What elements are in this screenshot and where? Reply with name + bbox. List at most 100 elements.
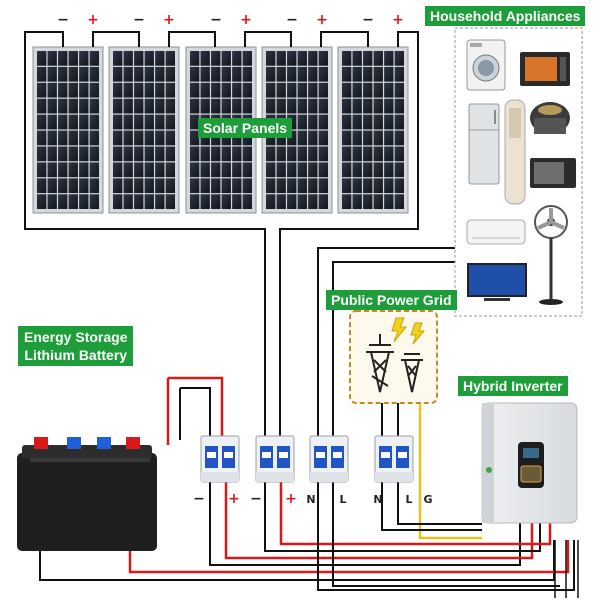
breaker-base <box>310 472 348 482</box>
public-power-grid-panel <box>349 310 438 404</box>
panel-cell <box>266 162 276 178</box>
panel-cell <box>242 178 252 194</box>
panel-cell <box>363 98 373 114</box>
panel-cell <box>373 146 383 162</box>
panel-cell <box>144 178 154 194</box>
panel-cell <box>297 178 307 194</box>
panel-cell <box>276 51 286 66</box>
panel-cell <box>113 146 123 162</box>
panel-cell <box>123 194 133 209</box>
panel-cell <box>266 194 276 209</box>
breaker-base <box>375 472 413 482</box>
panel-cell <box>155 114 165 130</box>
panel-cell <box>352 66 362 82</box>
panel-cell <box>342 146 352 162</box>
inverter-output-wire <box>554 540 579 598</box>
panel-cell <box>155 130 165 146</box>
panel-cell <box>58 178 68 194</box>
panel-cell <box>394 146 404 162</box>
panel-cell <box>37 82 47 98</box>
panel-cell <box>123 178 133 194</box>
panel-cell <box>221 66 231 82</box>
panel-cell <box>144 146 154 162</box>
panel-cell <box>58 114 68 130</box>
panel-cell <box>363 66 373 82</box>
panel-cell <box>297 146 307 162</box>
panel-cell <box>394 98 404 114</box>
panel-cell <box>58 194 68 209</box>
inverter-bus-wire <box>224 478 534 560</box>
panel-cell <box>373 82 383 98</box>
wall-air-conditioner-icon <box>466 219 526 245</box>
panel-cell <box>134 66 144 82</box>
panel-cell <box>297 130 307 146</box>
series-jumper <box>168 31 216 47</box>
breaker-base <box>256 472 294 482</box>
panel-cell <box>190 178 200 194</box>
panel-cell <box>79 82 89 98</box>
inverter-bus-wire <box>332 478 560 587</box>
panel-cell <box>266 66 276 82</box>
battery-positive-wire <box>168 376 224 440</box>
panel-cell <box>242 51 252 66</box>
panel-cell <box>211 162 221 178</box>
ac-input-breaker-terminal: N <box>306 493 315 506</box>
panel-cell <box>190 130 200 146</box>
panel-cell <box>200 98 210 114</box>
panel-cell <box>113 98 123 114</box>
panel-cell <box>363 146 373 162</box>
solar-panel <box>32 46 104 214</box>
panel-cell <box>342 194 352 209</box>
refrigerator-icon <box>468 103 500 185</box>
energy-storage-line1: Energy Storage <box>24 329 128 345</box>
panel-cell <box>58 66 68 82</box>
washing-machine-icon <box>466 39 506 91</box>
energy-storage-line2: Lithium Battery <box>24 347 128 363</box>
lightning-bolt-icon <box>410 322 426 345</box>
panel-cell <box>266 146 276 162</box>
panel-cell <box>394 162 404 178</box>
panel-cell <box>342 51 352 66</box>
panel-cell <box>318 130 328 146</box>
inverter-bus-wire <box>397 478 482 525</box>
panel-cell <box>232 98 242 114</box>
panel-cell <box>276 146 286 162</box>
panel-cell <box>297 194 307 209</box>
battery-breaker-terminal: + <box>228 491 240 507</box>
panel-cell <box>242 146 252 162</box>
household-appliances-panel <box>454 27 583 317</box>
panel-cell <box>363 162 373 178</box>
panel-negative-marker: − <box>362 12 374 28</box>
panel-cell <box>211 194 221 209</box>
panel-cell <box>68 98 78 114</box>
panel-cell <box>200 51 210 66</box>
panel-cell <box>297 98 307 114</box>
panel-cell <box>318 114 328 130</box>
panel-cell <box>373 162 383 178</box>
panel-cell <box>308 130 318 146</box>
battery-negative-wire <box>180 387 211 440</box>
panel-cell <box>47 178 57 194</box>
panel-cell <box>308 51 318 66</box>
panel-cell <box>232 162 242 178</box>
panel-cell <box>297 114 307 130</box>
panel-cell <box>155 162 165 178</box>
panel-cell <box>89 162 99 178</box>
panel-cell <box>221 146 231 162</box>
panel-cell <box>266 51 276 66</box>
panel-cell <box>144 114 154 130</box>
panel-positive-marker: + <box>240 12 252 28</box>
panel-cell <box>134 114 144 130</box>
series-jumper <box>92 31 140 47</box>
household-appliances-label: Household Appliances <box>425 6 586 26</box>
breaker-switch <box>381 452 390 458</box>
panel-cell <box>342 130 352 146</box>
battery-breaker <box>200 435 240 483</box>
panel-cell <box>123 130 133 146</box>
panel-cell <box>211 51 221 66</box>
panel-cell <box>242 82 252 98</box>
breaker-switch <box>316 452 325 458</box>
panel-cell <box>68 146 78 162</box>
panel-cell <box>318 51 328 66</box>
